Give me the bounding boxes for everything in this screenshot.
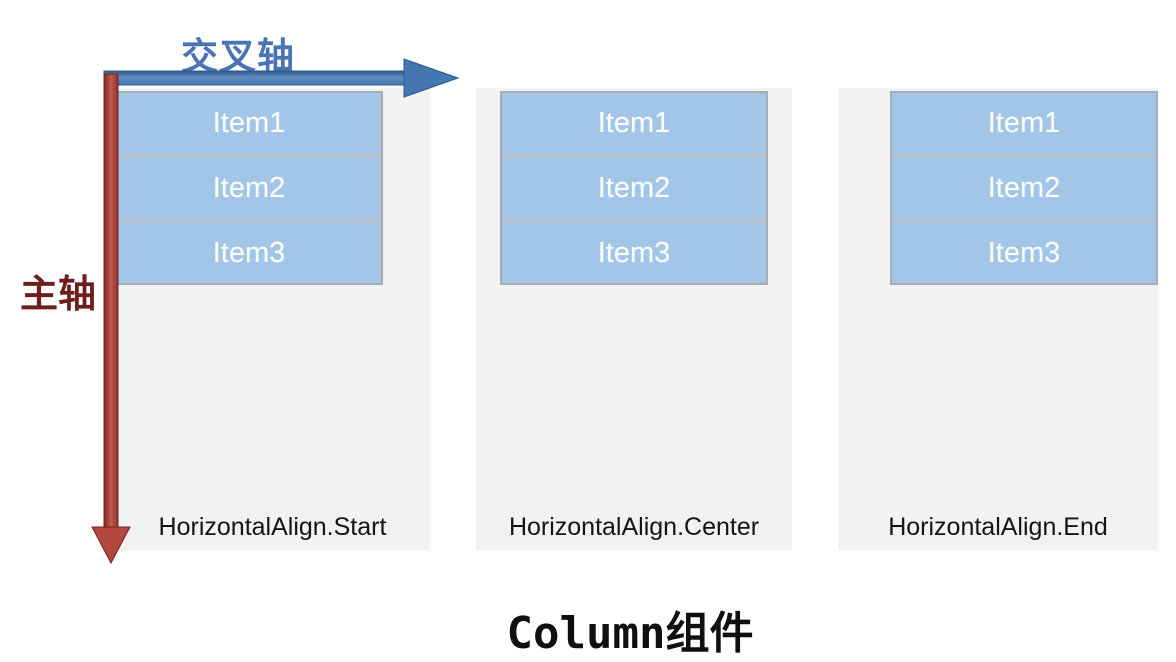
- column-item: Item1: [987, 107, 1061, 139]
- panel-horizontal-align-start: Item1 Item2 Item3 HorizontalAlign.Start: [115, 88, 430, 550]
- panel-horizontal-align-center: Item1 Item2 Item3 HorizontalAlign.Center: [476, 88, 792, 550]
- column-item: Item1: [212, 107, 286, 139]
- alignment-label: HorizontalAlign.End: [888, 513, 1108, 541]
- column-item: Item1: [597, 107, 671, 139]
- column-item: Item3: [597, 237, 671, 269]
- column-item: Item3: [212, 237, 286, 269]
- column-container: Item1 Item2 Item3: [500, 91, 768, 285]
- item-separator: [502, 218, 766, 223]
- item-separator: [117, 153, 381, 158]
- column-item: Item2: [987, 172, 1061, 204]
- item-separator: [117, 218, 381, 223]
- alignment-label: HorizontalAlign.Center: [508, 513, 760, 541]
- column-item: Item3: [987, 237, 1061, 269]
- item-separator: [892, 218, 1156, 223]
- column-container: Item1 Item2 Item3: [115, 91, 383, 285]
- item-separator: [892, 153, 1156, 158]
- diagram-title: Column组件: [506, 608, 754, 659]
- alignment-label: HorizontalAlign.Start: [158, 513, 387, 541]
- panel-horizontal-align-end: Item1 Item2 Item3 HorizontalAlign.End: [838, 88, 1158, 550]
- column-item: Item2: [597, 172, 671, 204]
- column-container: Item1 Item2 Item3: [890, 91, 1158, 285]
- item-separator: [502, 153, 766, 158]
- main-axis-label: 主轴: [20, 274, 97, 316]
- cross-axis-label: 交叉轴: [181, 36, 295, 77]
- column-item: Item2: [212, 172, 286, 204]
